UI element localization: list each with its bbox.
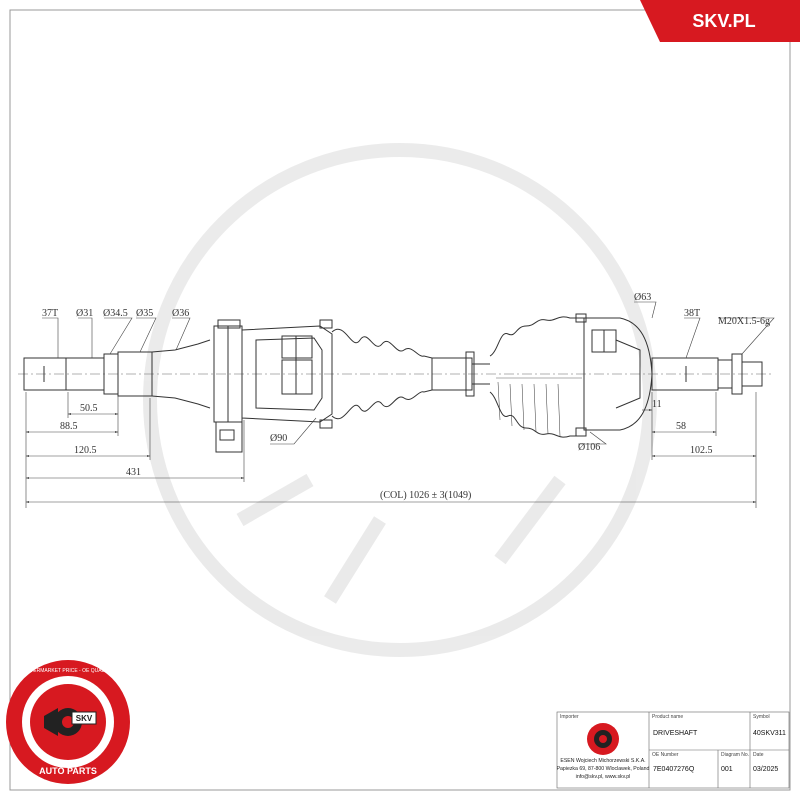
dimension-lines [25,301,775,508]
dimension-labels: 37T Ø31 Ø34.5 Ø35 Ø36 Ø63 38T M20X1.5-6g… [42,292,770,501]
dim-len-120-5: 120.5 [74,445,97,456]
dim-dia-106: Ø106 [578,442,600,453]
importer-label: Importer [560,714,579,720]
dim-spline-right: 38T [684,308,700,319]
skv-logo-seal: SKV AUTO PARTS AFTERMARKET PRICE - OE QU… [6,660,130,784]
logo-ring-text: AFTERMARKET PRICE - OE QUALITY [24,668,113,674]
dim-dia-31: Ø31 [76,308,93,319]
dim-len-431: 431 [126,467,141,478]
dim-len-50-5: 50.5 [80,403,98,414]
importer-text-1: ESEN Wojciech Michorzewski S.K.A. [560,758,645,764]
driveshaft-drawing [18,313,772,453]
dim-dia-34-5: Ø34.5 [103,308,128,319]
brand-tab: SKV.PL [640,0,800,42]
dim-len-58: 58 [676,421,686,432]
logo-center: SKV [76,714,93,723]
oe-number: 7E0407276Q [653,766,695,773]
dim-dia-63: Ø63 [634,292,651,303]
title-block: Importer ESEN Wojciech Michorzewski S.K.… [557,711,790,789]
diagram-no: 001 [721,766,733,773]
importer-text-3: info@skv.pl, www.skv.pl [576,774,631,780]
oe-number-label: OE Number [652,752,679,758]
symbol: 40SKV311 [753,730,786,737]
product-name: DRIVESHAFT [653,730,698,737]
dim-len-11: 11 [652,399,662,410]
dim-thread: M20X1.5-6g [718,316,770,327]
drawing-frame [9,9,791,791]
dim-len-102-5: 102.5 [690,445,713,456]
date-label: Date [753,752,764,758]
logo-bottom-text: AUTO PARTS [39,766,97,776]
dim-spline-left: 37T [42,308,58,319]
diagram-no-label: Diagram No. [721,752,749,758]
watermark-logo [143,143,657,657]
dim-dia-35: Ø35 [136,308,153,319]
brand-name: SKV.PL [692,11,755,31]
date: 03/2025 [753,766,778,773]
product-name-label: Product name [652,714,683,720]
dim-dia-36: Ø36 [172,308,189,319]
dim-dia-90: Ø90 [270,433,287,444]
symbol-label: Symbol [753,714,770,720]
importer-text-2: Papiezka 69, 87-800 Wloclawek, Poland [557,766,650,772]
dim-overall: (COL) 1026 ± 3(1049) [380,490,471,501]
dim-len-88-5: 88.5 [60,421,78,432]
